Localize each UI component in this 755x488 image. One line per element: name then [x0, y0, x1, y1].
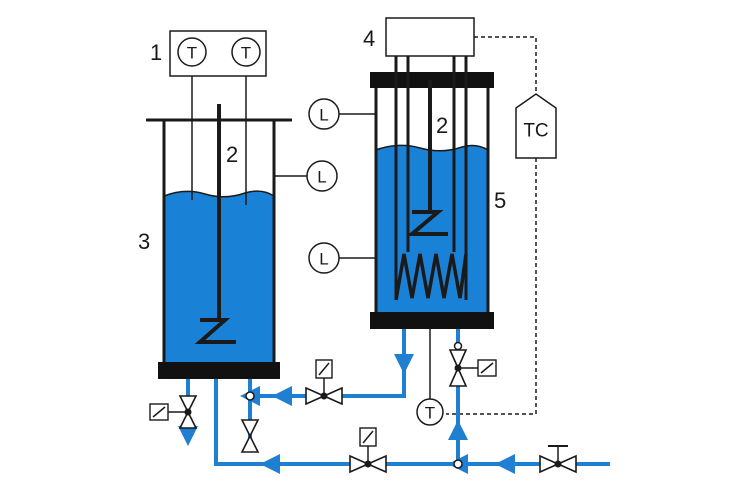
pipe-vessel5-to-vessel3	[240, 364, 406, 406]
valve-return-line	[305, 359, 343, 406]
temperature-indicator-2	[231, 37, 261, 67]
vessel-3-stirrer-blade	[194, 318, 236, 344]
vessel-5-stirrer-blade	[406, 210, 448, 236]
temperature-controller: TC	[515, 93, 557, 159]
valve-riser	[448, 349, 497, 387]
signal-line-tc-to-temp	[446, 158, 537, 415]
temperature-indicator-1-label: T	[187, 44, 197, 63]
vessel-5-level-indicator-lower-label: L	[319, 250, 328, 269]
valve-vessel3-outlet	[240, 419, 260, 453]
valve-riser-actuator-mark	[480, 362, 494, 374]
vessel-3-level-indicator-label: L	[317, 168, 326, 187]
vessel-3	[146, 66, 292, 379]
temperature-controller-label: TC	[523, 121, 548, 142]
valve-inlet-manual	[539, 445, 577, 474]
vessel-5-level-sensor-lower: L	[308, 242, 376, 274]
heater-control-box	[385, 17, 475, 57]
vessel-5-heating-coil	[394, 253, 468, 301]
temperature-controller-body	[515, 93, 557, 159]
vessel-3-liquid-surface	[163, 190, 275, 198]
vessel-5-liquid	[376, 145, 488, 312]
label-3: 3	[138, 229, 150, 254]
valve-vessel3-outlet-body	[240, 419, 260, 453]
temperature-indicator-1	[177, 37, 207, 67]
junction-main	[453, 459, 463, 469]
valve-main-line	[349, 427, 387, 474]
vessel-5-level-sensor-upper: L	[308, 98, 376, 130]
junction-vessel3	[245, 391, 255, 401]
label-5: 5	[494, 188, 506, 213]
label-4: 4	[363, 26, 375, 51]
valve-return-actuator-mark	[318, 362, 330, 376]
vessel-5	[370, 56, 494, 329]
valve-drain-actuator-mark	[152, 406, 166, 418]
vessel-3-level-sensor: L	[274, 160, 338, 192]
vessel-3-level-indicator	[306, 160, 338, 192]
vessel-3-bottom-flange	[158, 362, 280, 379]
valve-drain	[149, 395, 198, 429]
riser-temperature-indicator	[416, 398, 444, 426]
label-1: 1	[150, 40, 162, 65]
vessel-5-bottom-flange	[370, 312, 494, 329]
vessel-5-liquid-surface	[375, 144, 489, 152]
riser-temperature-indicator-label: T	[425, 404, 435, 423]
label-2-vessel5: 2	[436, 113, 448, 138]
junction-riser	[453, 341, 463, 351]
valve-main-actuator-mark	[362, 430, 374, 444]
label-2-vessel3: 2	[226, 142, 238, 167]
temperature-indicator-2-label: T	[241, 44, 251, 63]
temperature-sensor-box: T T	[169, 30, 267, 77]
vessel-5-level-indicator-upper-label: L	[319, 106, 328, 125]
signal-line-box4-to-tc	[474, 36, 537, 94]
